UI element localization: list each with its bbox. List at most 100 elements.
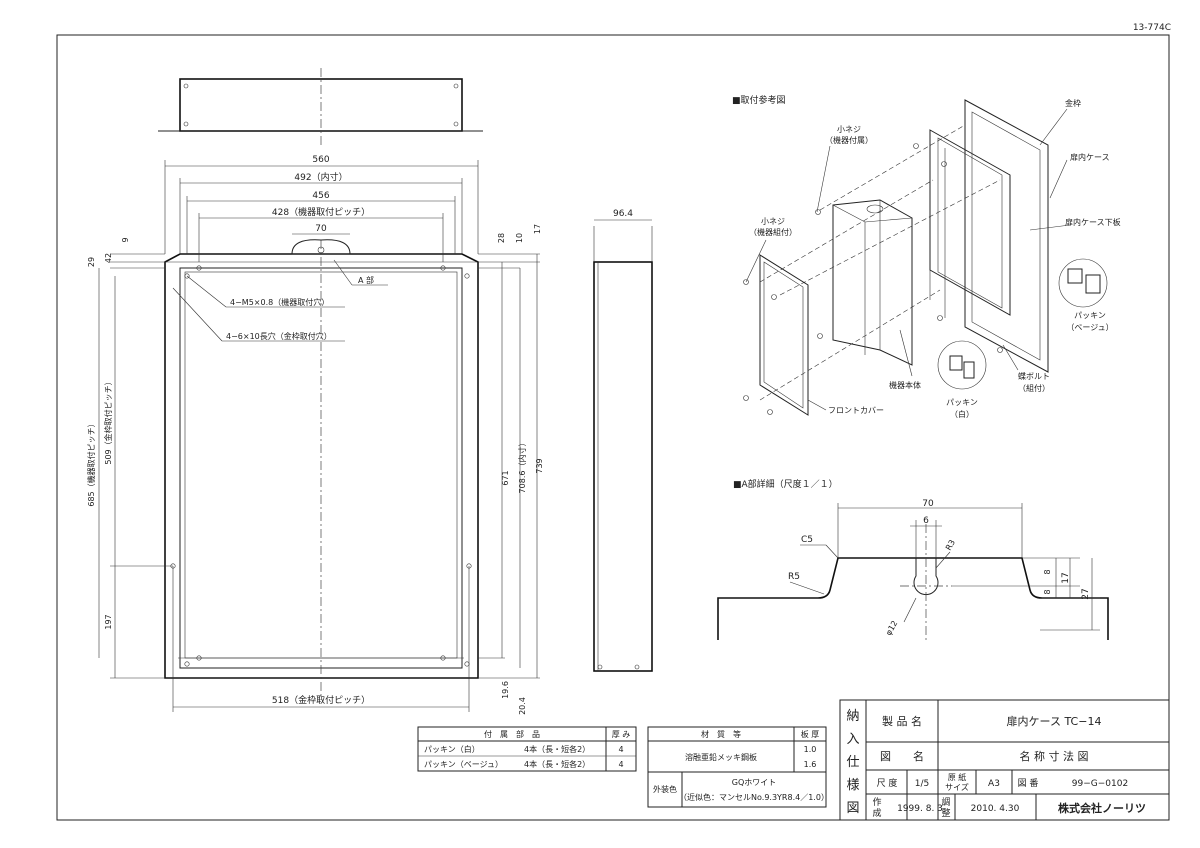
dim-17: 17 <box>533 224 542 234</box>
label-packing-beige-sub: （ベージュ） <box>1066 323 1113 332</box>
dim-20-4: 20.4 <box>518 697 527 715</box>
dim-19-6: 19.6 <box>501 681 510 699</box>
parts-header-thk: 厚 み <box>612 730 631 739</box>
parts-row-name: パッキン（ベージュ） <box>424 760 503 769</box>
side-char: 納 <box>846 709 859 724</box>
dim-685: 685（機器取付ピッチ） <box>86 419 96 506</box>
dim-560: 560 <box>312 155 329 165</box>
iso-heading: ■取付参考図 <box>732 94 786 106</box>
dim-428: 428（機器取付ピッチ） <box>272 206 370 218</box>
material-header-thk: 板 厚 <box>801 729 820 739</box>
material-header-name: 材 質 等 <box>701 729 741 739</box>
detail-dim-70: 70 <box>922 499 934 509</box>
detail-dim-27: 27 <box>1081 588 1091 599</box>
side-char: 仕 <box>846 755 859 770</box>
made-label: 成 <box>872 807 881 819</box>
dim-518: 518（金枠取付ピッチ） <box>272 694 370 706</box>
dim-10: 10 <box>515 233 524 243</box>
product-value: 扉内ケース TC−14 <box>1007 714 1102 728</box>
detail-dim-6: 6 <box>923 516 929 526</box>
color-note: （近似色：マンセルNo.9.3YR8.4／1.0） <box>679 792 829 802</box>
color-value: GQホワイト <box>732 778 777 787</box>
material-table: 材 質 等 板 厚 溶融亜鉛メッキ鋼板 1.0 1.6 外装色 GQホワイト （… <box>647 726 829 808</box>
title-block: 納 入 仕 様 図 製 品 名 扉内ケース TC−14 図 名 名 称 寸 法 … <box>839 699 1170 821</box>
iso-view: ■取付参考図 <box>732 94 1121 419</box>
dim-96-4: 96.4 <box>613 209 633 219</box>
label-screw2-sub: （機器組付） <box>749 227 797 237</box>
detail-dim-phi12: φ12 <box>884 619 900 637</box>
detail-dim-8b: 8 <box>1043 589 1052 594</box>
paper-label: 原 紙 <box>948 772 967 782</box>
sheet-border <box>56 34 1170 821</box>
product-label: 製 品 名 <box>882 714 922 728</box>
dim-9: 9 <box>121 237 130 242</box>
dim-739: 739 <box>535 458 544 473</box>
dim-70: 70 <box>315 224 327 234</box>
note-a-part: A 部 <box>358 275 374 285</box>
adj-label: 調 <box>941 796 950 808</box>
note-6x10: 4−6×10長穴（金枠取付穴） <box>226 331 332 341</box>
adj-value: 2010. 4.30 <box>971 804 1020 814</box>
label-kiki-hontai: 機器本体 <box>889 380 921 390</box>
dim-492: 492（内寸） <box>294 171 347 183</box>
parts-row-thk: 4 <box>618 760 623 769</box>
dim-197: 197 <box>104 614 113 629</box>
label-front-cover: フロントカバー <box>828 406 884 415</box>
parts-table: 付 属 部 品 厚 み パッキン（白） 4本（長・短各2） 4 パッキン（ベージ… <box>417 726 637 772</box>
top-view <box>158 68 483 145</box>
dim-42: 42 <box>104 253 113 263</box>
dim-28: 28 <box>497 233 506 243</box>
drawing-value: 名 称 寸 法 図 <box>1020 749 1089 763</box>
paper-label: サイズ <box>945 782 969 792</box>
label-chou-bolt: 蝶ボルト <box>1018 371 1050 381</box>
side-char: 入 <box>846 732 859 747</box>
label-packing-beige: パッキン <box>1074 311 1106 320</box>
material-name: 溶融亜鉛メッキ鋼板 <box>685 752 757 762</box>
detail-a-heading: ■A部詳細（尺度１／１） <box>733 478 838 490</box>
detail-a-view: ■A部詳細（尺度１／１） 70 6 R3 C5 R5 φ12 8 8 17 27 <box>717 478 1109 640</box>
material-thk-2: 1.6 <box>804 760 817 769</box>
dim-671: 671 <box>501 470 510 485</box>
drawing-id: 13-774C <box>1133 23 1171 33</box>
dim-708: 708.6（内寸） <box>517 439 527 494</box>
label-tobira-case-bottom: 扉内ケース下板 <box>1065 217 1121 227</box>
parts-row-qty: 4本（長・短各2） <box>524 744 590 754</box>
label-kanawaku: 金枠 <box>1065 98 1081 108</box>
side-view: 96.4 <box>593 209 653 672</box>
front-view: 560 492（内寸） 456 428（機器取付ピッチ） 70 9 42 29 … <box>86 155 544 715</box>
note-m5: 4−M5×0.8（機器取付穴） <box>230 297 329 307</box>
detail-dim-r5: R5 <box>788 572 800 582</box>
packing-white-icon <box>937 340 987 390</box>
side-char: 様 <box>846 778 859 793</box>
scale-value: 1/5 <box>915 779 929 789</box>
parts-row-qty: 4本（長・短各2） <box>524 759 590 769</box>
label-screw2: 小ネジ <box>761 217 785 226</box>
packing-beige-icon <box>1058 258 1108 308</box>
material-thk-1: 1.0 <box>804 745 817 754</box>
label-tobira-case: 扉内ケース <box>1070 152 1110 162</box>
label-screw1-sub: （機器付属） <box>825 135 873 145</box>
detail-dim-r3: R3 <box>944 538 957 552</box>
label-packing-white: パッキン <box>946 398 978 407</box>
parts-header-name: 付 属 部 品 <box>484 729 540 739</box>
adj-label: 整 <box>941 807 950 819</box>
number-value: 99−G−0102 <box>1072 779 1128 789</box>
number-label: 図 番 <box>1018 777 1039 789</box>
dim-509: 509（金枠取付ピッチ） <box>103 377 113 464</box>
parts-row-name: パッキン（白） <box>424 744 480 754</box>
side-char: 図 <box>846 801 859 816</box>
detail-dim-17: 17 <box>1061 572 1071 583</box>
company-name: 株式会社ノーリツ <box>1058 801 1146 815</box>
color-label: 外装色 <box>653 784 677 794</box>
scale-label: 尺 度 <box>877 777 898 789</box>
label-screw1: 小ネジ <box>837 125 861 134</box>
dim-29: 29 <box>87 257 96 267</box>
detail-dim-8a: 8 <box>1043 569 1052 574</box>
label-chou-bolt-sub: （組付） <box>1018 383 1050 393</box>
paper-value: A3 <box>988 779 1000 789</box>
detail-dim-c5: C5 <box>801 535 813 545</box>
drawing-label: 図 名 <box>880 749 924 763</box>
parts-row-thk: 4 <box>618 745 623 754</box>
label-packing-white-sub: （白） <box>950 409 974 419</box>
